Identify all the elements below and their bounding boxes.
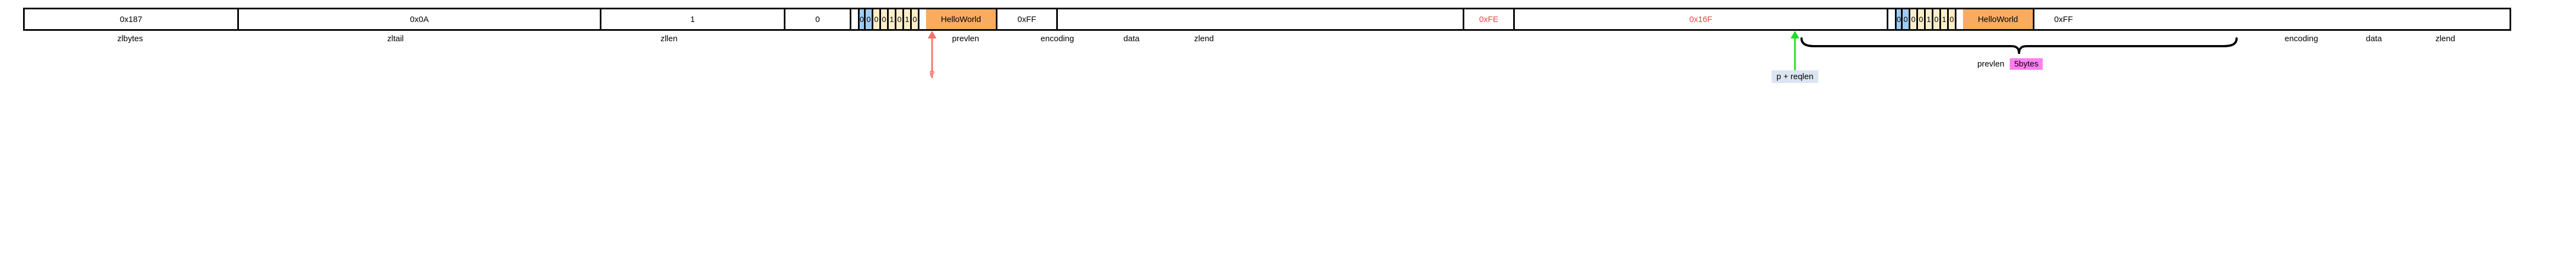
cell-zlend: 0xFF xyxy=(997,9,1058,29)
encoding-bit-group: 0 0 0 0 1 0 1 0 xyxy=(858,9,919,29)
pointer-p-arrowhead xyxy=(928,31,936,38)
encoding-bit-5: 0 xyxy=(896,9,904,29)
prevlen-span-brace xyxy=(1800,37,2238,60)
pointer-reqlen-shaft xyxy=(1794,38,1796,71)
cell-encoding: 0 0 0 0 1 0 1 0 xyxy=(851,9,926,29)
label-zlend-2: zlend xyxy=(2435,34,2455,43)
label-zltail: zltail xyxy=(387,34,404,43)
encoding-bit-1: 0 xyxy=(866,9,873,29)
prevlen-span-text: prevlen xyxy=(1977,59,2005,69)
cell-data-value: HelloWorld xyxy=(940,14,982,24)
label-zllen: zllen xyxy=(660,34,678,43)
cell-prevlen-value: 0 xyxy=(815,14,820,24)
cell-gap xyxy=(1058,9,1464,29)
encoding-bit-0: 0 xyxy=(858,9,866,29)
encoding-bit-group-2: 0 0 0 0 1 0 1 0 xyxy=(1895,9,1956,29)
encoding2-bit-0: 0 xyxy=(1895,9,1903,29)
encoding2-bit-4: 1 xyxy=(1926,9,1933,29)
cell-new-prevlen-flag: 0xFE xyxy=(1464,9,1515,29)
encoding-bit-3: 0 xyxy=(881,9,889,29)
cell-zllen-value: 1 xyxy=(690,14,695,24)
prevlen-span-badge: 5bytes xyxy=(2010,58,2043,70)
label-data: data xyxy=(1123,34,1140,43)
label-zlbytes: zlbytes xyxy=(117,34,143,43)
encoding-bit-6: 1 xyxy=(904,9,912,29)
pointer-reqlen-label: p + reqlen xyxy=(1771,70,1819,83)
cell-data: HelloWorld xyxy=(926,9,997,29)
prevlen-span-caption: prevlen 5bytes xyxy=(1977,58,2043,70)
ziplist-byte-row: 0x187 0x0A 1 0 0 0 0 0 1 0 1 0 HelloWorl… xyxy=(23,8,2511,31)
cell-zlbytes-value: 0x187 xyxy=(120,14,142,24)
pointer-p-label: P xyxy=(929,69,935,79)
label-zlend: zlend xyxy=(1194,34,1214,43)
label-prevlen: prevlen xyxy=(952,34,979,43)
cell-data-2: HelloWorld xyxy=(1963,9,2034,29)
cell-zlend-value: 0xFF xyxy=(1017,14,1036,24)
encoding-bit-2: 0 xyxy=(873,9,881,29)
label-data-2: data xyxy=(2366,34,2382,43)
encoding-bit-7: 0 xyxy=(912,9,919,29)
encoding-bit-4: 1 xyxy=(889,9,896,29)
brace-path xyxy=(1800,37,2238,54)
cell-data-2-value: HelloWorld xyxy=(1977,14,2019,24)
cell-zlbytes: 0x187 xyxy=(25,9,239,29)
cell-prevlen: 0 xyxy=(785,9,851,29)
pointer-p-shaft xyxy=(931,38,933,78)
cell-new-prevlen-flag-value: 0xFE xyxy=(1479,14,1498,24)
encoding2-bit-1: 0 xyxy=(1903,9,1910,29)
cell-zlend-2: 0xFF xyxy=(2034,9,2093,29)
pointer-reqlen-arrowhead xyxy=(1791,31,1799,38)
encoding2-bit-3: 0 xyxy=(1918,9,1926,29)
cell-new-prevlen-length: 0x16F xyxy=(1515,9,1888,29)
cell-encoding-2: 0 0 0 0 1 0 1 0 xyxy=(1888,9,1963,29)
label-encoding: encoding xyxy=(1040,34,1074,43)
encoding2-bit-2: 0 xyxy=(1910,9,1918,29)
encoding2-bit-6: 1 xyxy=(1941,9,1949,29)
cell-zllen: 1 xyxy=(601,9,785,29)
encoding2-bit-5: 0 xyxy=(1933,9,1941,29)
label-encoding-2: encoding xyxy=(2284,34,2318,43)
cell-zlend-2-value: 0xFF xyxy=(2054,14,2073,24)
encoding2-bit-7: 0 xyxy=(1949,9,1956,29)
cell-zltail-value: 0x0A xyxy=(410,14,429,24)
cell-zltail: 0x0A xyxy=(239,9,601,29)
cell-new-prevlen-length-value: 0x16F xyxy=(1689,14,1713,24)
